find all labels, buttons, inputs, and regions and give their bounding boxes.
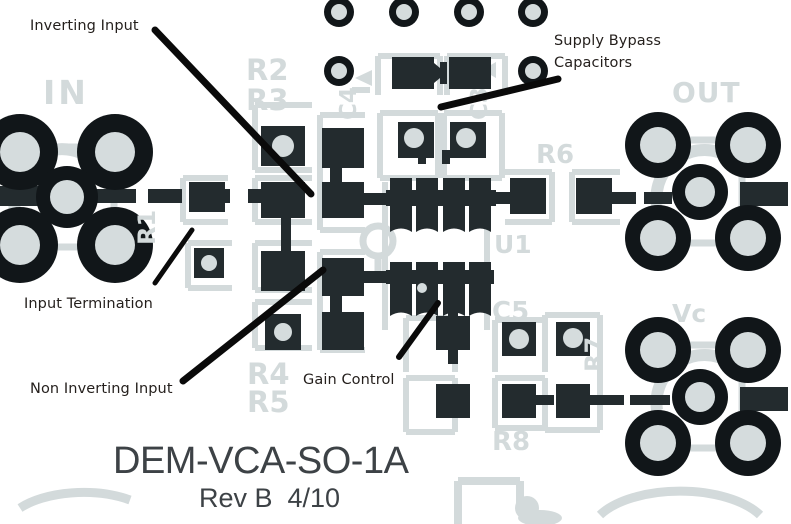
- silkscreen-refdes-layer: IN OUT R2 R3 R1 C4 C3 R6 U1 C5 R4 R5 C6 …: [43, 53, 741, 457]
- copper-layer: [0, 57, 788, 418]
- callout-label-non-inverting-input: Non Inverting Input: [30, 381, 173, 397]
- connector-input: [0, 114, 153, 283]
- silk-Vc: Vc: [672, 299, 706, 328]
- silk-R7: R7: [580, 337, 608, 372]
- callout-line-non-inverting-input: [179, 266, 327, 385]
- connector-pads: [0, 112, 781, 476]
- silk-U1: U1: [494, 230, 532, 259]
- silk-R5: R5: [247, 385, 290, 419]
- callout-label-supply-bypass-line2: Capacitors: [554, 55, 633, 71]
- callout-label-inverting-input: Inverting Input: [30, 18, 139, 34]
- callout-line-supply-bypass: [437, 75, 562, 111]
- board-title: DEM-VCA-SO-1A: [113, 440, 409, 482]
- silk-R1: R1: [133, 210, 161, 245]
- connector-output: [625, 112, 781, 271]
- silk-C5: C5: [492, 297, 529, 327]
- callout-line-gain-control: [396, 300, 441, 360]
- connector-vc: [625, 317, 781, 476]
- silk-R8: R8: [492, 427, 530, 457]
- callout-line-inverting-input: [151, 26, 315, 198]
- silk-R6: R6: [536, 140, 574, 170]
- silk-OUT: OUT: [672, 76, 741, 109]
- silk-R3: R3: [246, 83, 289, 117]
- board-revision: Rev B 4/10: [199, 483, 341, 513]
- silk-R4: R4: [247, 357, 290, 391]
- silk-IN: IN: [43, 73, 89, 112]
- callout-label-input-termination: Input Termination: [24, 296, 153, 312]
- silk-C4: C4: [336, 87, 362, 120]
- callout-line-input-termination: [152, 227, 195, 286]
- callout-lines: [151, 26, 562, 385]
- vias: [324, 0, 548, 86]
- callout-label-supply-bypass-line1: Supply Bypass: [554, 33, 662, 49]
- callout-label-gain-control: Gain Control: [303, 372, 395, 388]
- silk-R2: R2: [246, 53, 289, 87]
